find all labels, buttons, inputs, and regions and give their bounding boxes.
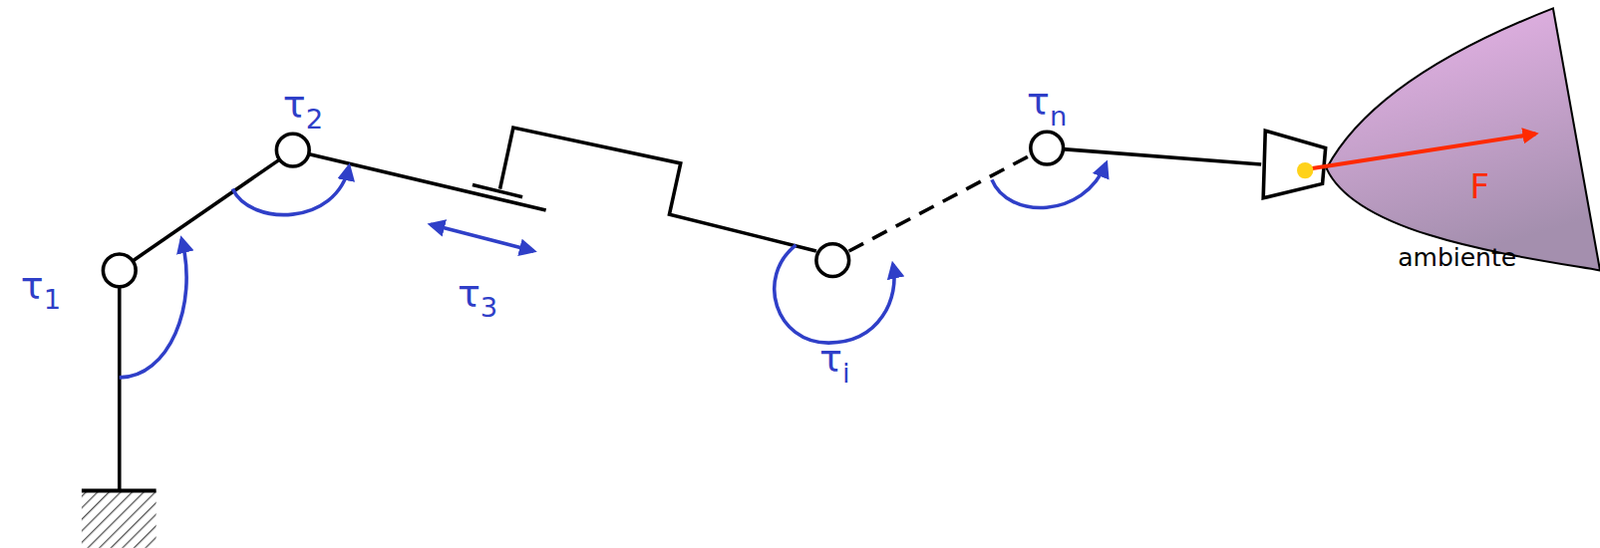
- torque-arcs: [119, 163, 1107, 378]
- force-arrow: [1311, 133, 1536, 169]
- torque-label: τ3: [457, 275, 498, 314]
- ground-hatch: [81, 491, 157, 548]
- torque-label: τ1: [20, 267, 61, 306]
- torque-label: τ2: [283, 85, 323, 124]
- environment-label: ambiente: [1397, 244, 1517, 270]
- force-label: F: [1469, 169, 1490, 204]
- contact-point: [1296, 162, 1313, 179]
- joints: [102, 131, 1063, 288]
- torque-label: τn: [1026, 82, 1067, 121]
- environment-shape: [1326, 7, 1600, 271]
- dashed-link: [849, 155, 1031, 252]
- torque-label: τi: [819, 339, 851, 378]
- robot-links: [119, 127, 1326, 491]
